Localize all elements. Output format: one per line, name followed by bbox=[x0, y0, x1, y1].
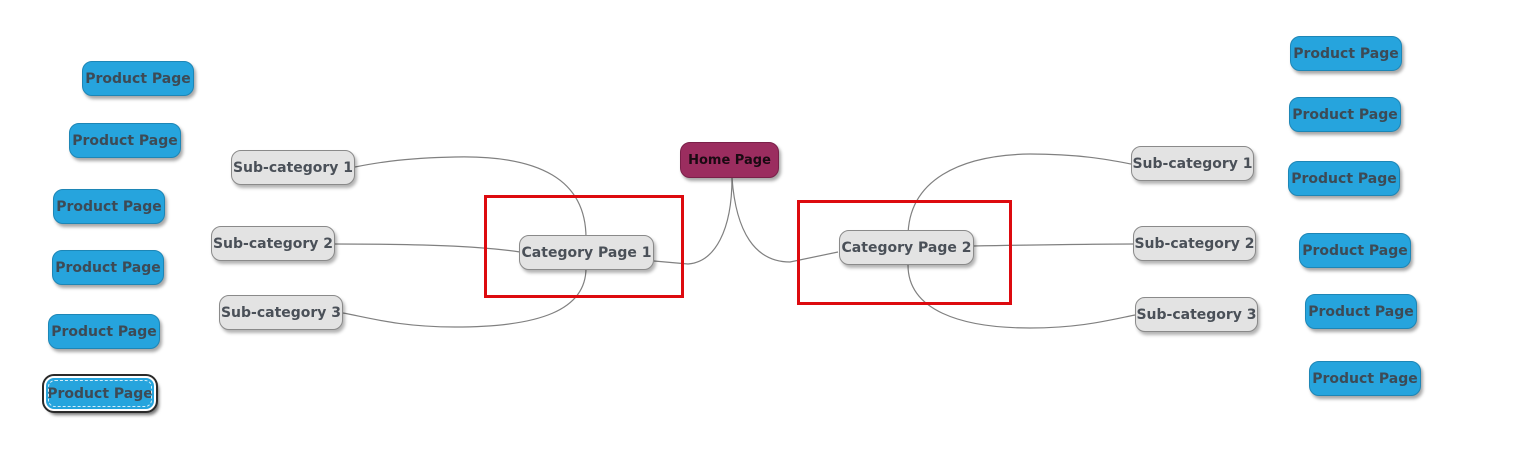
edge-cat2-to-sub3 bbox=[907, 264, 1136, 329]
node-left-product-page-2[interactable]: Product Page bbox=[69, 123, 181, 158]
node-left-sub-category-3[interactable]: Sub-category 3 bbox=[219, 295, 343, 330]
node-label: Home Page bbox=[688, 152, 771, 168]
node-label: Product Page bbox=[55, 259, 161, 276]
node-label: Product Page bbox=[85, 70, 191, 87]
node-home-page[interactable]: Home Page bbox=[680, 142, 779, 178]
node-label: Sub-category 1 bbox=[232, 159, 354, 176]
node-left-product-page-4[interactable]: Product Page bbox=[52, 250, 164, 285]
node-label: Product Page bbox=[56, 198, 162, 215]
node-label: Product Page bbox=[1312, 370, 1418, 387]
node-right-sub-category-1[interactable]: Sub-category 1 bbox=[1131, 146, 1254, 181]
node-right-product-page-2[interactable]: Product Page bbox=[1289, 97, 1401, 132]
node-right-product-page-3[interactable]: Product Page bbox=[1288, 161, 1400, 196]
node-label: Sub-category 2 bbox=[1134, 235, 1255, 252]
node-right-product-page-5[interactable]: Product Page bbox=[1305, 294, 1417, 329]
node-label: Product Page bbox=[1293, 45, 1399, 62]
node-left-sub-category-2[interactable]: Sub-category 2 bbox=[211, 226, 335, 261]
node-label: Sub-category 2 bbox=[212, 235, 334, 252]
node-right-sub-category-3[interactable]: Sub-category 3 bbox=[1135, 297, 1258, 332]
highlight-box-category-2 bbox=[797, 200, 1012, 305]
node-label: Category Page 1 bbox=[521, 244, 652, 261]
edge-cat2-to-sub1 bbox=[907, 153, 1132, 238]
node-left-product-page-5[interactable]: Product Page bbox=[48, 314, 160, 349]
node-left-product-page-6-selected[interactable]: Product Page bbox=[42, 374, 158, 413]
node-label: Product Page bbox=[51, 323, 157, 340]
node-left-product-page-1[interactable]: Product Page bbox=[82, 61, 194, 96]
node-right-product-page-1[interactable]: Product Page bbox=[1290, 36, 1402, 71]
node-label: Product Page bbox=[72, 132, 178, 149]
node-left-sub-category-1[interactable]: Sub-category 1 bbox=[231, 150, 355, 185]
edge-home-to-category-2 bbox=[731, 177, 839, 263]
node-label: Sub-category 3 bbox=[220, 304, 342, 321]
node-left-product-page-3[interactable]: Product Page bbox=[53, 189, 165, 224]
node-right-sub-category-2[interactable]: Sub-category 2 bbox=[1133, 226, 1256, 261]
node-category-page-1[interactable]: Category Page 1 bbox=[519, 235, 654, 270]
edge-cat2-to-sub2 bbox=[972, 243, 1134, 247]
edge-cat1-to-sub2 bbox=[334, 243, 521, 253]
edge-home-to-category-1 bbox=[653, 177, 733, 265]
node-right-product-page-4[interactable]: Product Page bbox=[1299, 233, 1411, 268]
node-category-page-2[interactable]: Category Page 2 bbox=[839, 230, 974, 265]
node-right-product-page-6[interactable]: Product Page bbox=[1309, 361, 1421, 396]
node-label: Product Page bbox=[1302, 242, 1408, 259]
node-label: Product Page bbox=[1292, 106, 1398, 123]
node-label: Sub-category 1 bbox=[1132, 155, 1253, 172]
node-label: Category Page 2 bbox=[841, 239, 972, 256]
node-label: Sub-category 3 bbox=[1136, 306, 1257, 323]
node-label: Product Page bbox=[1291, 170, 1397, 187]
highlight-box-category-1 bbox=[484, 195, 684, 298]
node-label: Product Page bbox=[47, 385, 153, 402]
node-label: Product Page bbox=[1308, 303, 1414, 320]
